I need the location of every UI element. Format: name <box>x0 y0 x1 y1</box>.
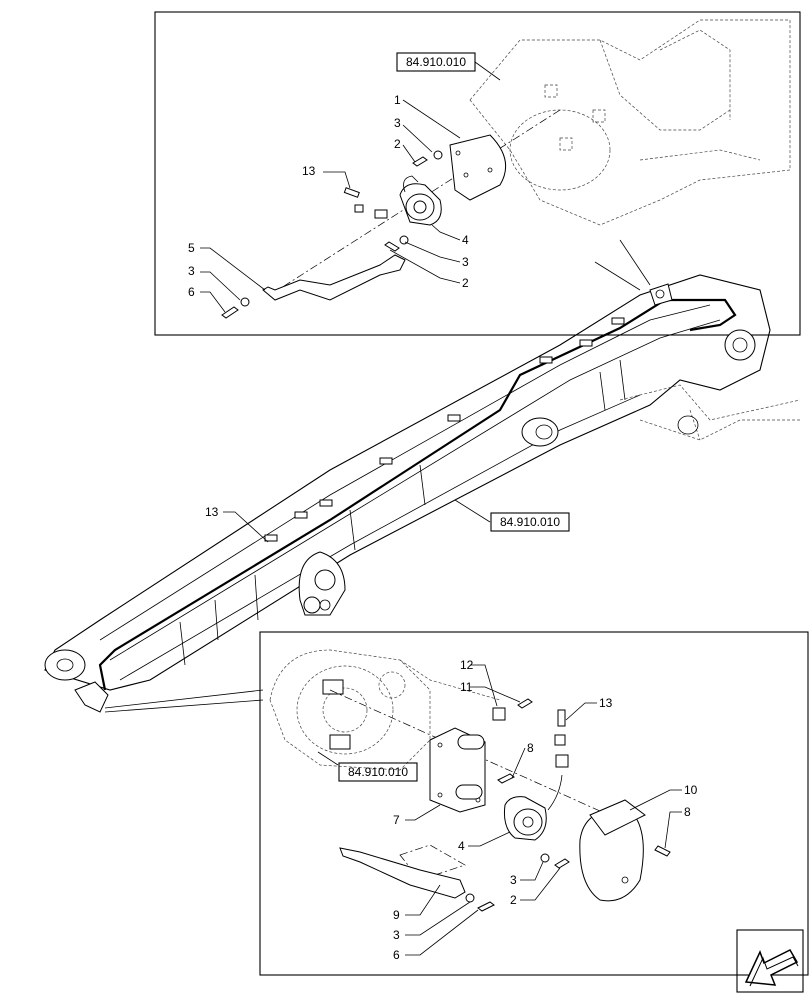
boom-cylinder-mount <box>298 551 346 616</box>
callout-label: 13 <box>599 696 613 710</box>
detail-pointer <box>594 261 641 291</box>
reference-label: 84.910.010 <box>500 515 560 529</box>
part-arm <box>339 847 466 899</box>
part-bracket <box>429 727 486 813</box>
callout-label: 2 <box>510 893 517 907</box>
callout-label: 3 <box>393 928 400 942</box>
sensor-rear <box>649 283 673 306</box>
sensor-front <box>74 681 109 713</box>
callout-label: 12 <box>460 658 474 672</box>
callout-label: 9 <box>393 908 400 922</box>
top-detail-panel: 1 3 2 13 4 3 2 5 3 6 84.910.010 <box>154 11 801 336</box>
detail-pointer <box>104 699 264 713</box>
reference-box[interactable] <box>338 762 418 782</box>
detail-pointer <box>104 689 264 709</box>
callout-label: 6 <box>188 285 195 299</box>
part-sensor <box>399 175 442 226</box>
top-detail-frame <box>154 11 801 336</box>
callout-label: 7 <box>393 813 400 827</box>
callout-label: 3 <box>510 873 517 887</box>
part-sensor <box>504 774 563 841</box>
reference-box[interactable] <box>490 512 570 532</box>
callout-label: 2 <box>394 137 401 151</box>
reference-label[interactable]: 84.910.010 <box>406 55 466 69</box>
callout-label: 10 <box>684 783 698 797</box>
wire-harness <box>98 298 737 691</box>
part-plate <box>449 134 507 201</box>
callout-label: 2 <box>462 276 469 290</box>
callout-label: 1 <box>394 93 401 107</box>
callout-label: 3 <box>462 255 469 269</box>
callout-label: 5 <box>188 241 195 255</box>
detail-pointer <box>619 239 651 286</box>
callout-label: 3 <box>188 264 195 278</box>
callout-label: 11 <box>460 680 473 694</box>
callout-label: 8 <box>527 741 534 755</box>
callout-label: 8 <box>684 805 691 819</box>
callout-label: 13 <box>205 505 219 519</box>
part-bolt <box>465 773 671 912</box>
arrow-down-left-icon[interactable] <box>736 929 804 993</box>
callout-label: 4 <box>462 233 469 247</box>
part-arm <box>262 254 406 301</box>
bottom-detail-panel: 12 11 13 8 7 10 8 4 3 2 9 3 6 84.910.010 <box>259 631 809 976</box>
bottom-detail-frame <box>259 631 809 976</box>
boom-assembly: 13 84.910.010 <box>44 274 801 713</box>
callout-label: 6 <box>393 948 400 962</box>
part-connector <box>343 187 388 219</box>
callout-label: 3 <box>394 116 401 130</box>
part-bolt <box>221 150 443 319</box>
reference-label: 84.910.010 <box>348 765 408 779</box>
callout-label: 13 <box>302 164 316 178</box>
callout-label: 4 <box>458 839 465 853</box>
